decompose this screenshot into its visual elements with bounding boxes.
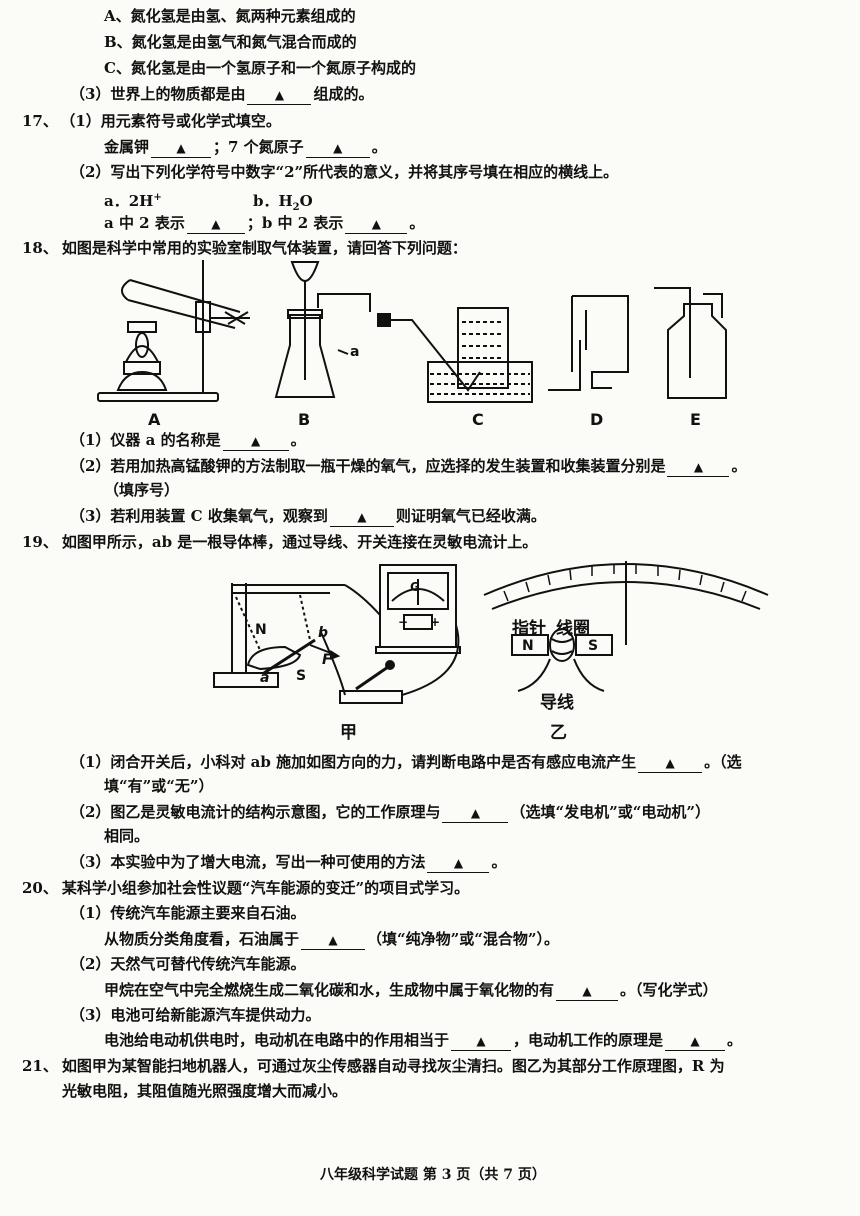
magnet-s-label-yi: S xyxy=(588,638,599,654)
galvanometer-g-label: G xyxy=(410,580,420,594)
page-footer: 八年级科学试题 第 3 页（共 7 页） xyxy=(320,1167,546,1183)
question-number: 17、 xyxy=(22,112,58,130)
answer-blank-potassium[interactable]: ▲ xyxy=(151,138,212,158)
answer-blank-nitrogen-atoms[interactable]: ▲ xyxy=(305,138,370,158)
force-f-label: F xyxy=(322,652,332,668)
coil-label: 线圈 xyxy=(556,619,590,639)
answer-blank[interactable]: ▲ xyxy=(329,507,394,527)
q20-part2: （2）天然气可替代传统汽车能源。 xyxy=(70,955,306,973)
apparatus-label-e: E xyxy=(690,410,701,429)
answer-blank[interactable]: ▲ xyxy=(247,85,312,105)
q19-stem: 19、如图甲所示，ab 是一根导体棒，通过导线、开关连接在灵敏电流计上。 xyxy=(22,533,538,551)
wire-label: 导线 xyxy=(540,693,574,713)
q17-formulas: a．2H+ b．H2O xyxy=(104,192,313,213)
apparatus-label-d: D xyxy=(590,410,604,429)
q19-part2: （2）图乙是灵敏电流计的结构示意图，它的工作原理与▲（选填“发电机”或“电动机”… xyxy=(70,803,710,823)
answer-blank[interactable]: ▲ xyxy=(665,1031,726,1051)
q20-part2-fill: 甲烷在空气中完全燃烧生成二氧化碳和水，生成物中属于氧化物的有▲。（写化学式） xyxy=(104,981,718,1001)
answer-blank[interactable]: ▲ xyxy=(451,1031,512,1051)
answer-blank[interactable]: ▲ xyxy=(222,431,289,451)
apparatus-label-a: A xyxy=(148,410,161,429)
q19-part3: （3）本实验中为了增大电流，写出一种可使用的方法▲。 xyxy=(70,853,507,873)
q18-part3: （3）若利用装置 C 收集氧气，观察到▲则证明氧气已经收满。 xyxy=(70,507,546,527)
q21-line1: 21、如图甲为某智能扫地机器人，可通过灰尘传感器自动寻找灰尘清扫。图乙为其部分工… xyxy=(22,1057,725,1075)
magnet-n-label: N xyxy=(255,622,267,638)
q19-figure xyxy=(213,561,769,704)
galvanometer-plus: + xyxy=(430,615,441,629)
q16-part3: （3）世界上的物质都是由▲组成的。 xyxy=(70,85,374,105)
q20-stem: 20、某科学小组参加社会性议题“汽车能源的变迁”的项目式学习。 xyxy=(22,879,470,897)
answer-blank[interactable]: ▲ xyxy=(556,981,619,1001)
answer-blank[interactable]: ▲ xyxy=(301,930,366,950)
q18-stem: 18、如图是科学中常用的实验室制取气体装置，请回答下列问题： xyxy=(22,239,467,257)
question-number: 19、 xyxy=(22,533,58,551)
galvanometer-minus: − xyxy=(398,615,409,629)
answer-blank-b[interactable]: ▲ xyxy=(345,214,408,234)
q17-part1: 17、（1）用元素符号或化学式填空。 xyxy=(22,112,281,130)
pointer-label: 指针 xyxy=(512,619,546,639)
figure-yi-label: 乙 xyxy=(550,723,567,743)
q20-part3: （3）电池可给新能源汽车提供动力。 xyxy=(70,1006,321,1024)
q19-part2-cont: 相同。 xyxy=(104,827,150,845)
instrument-label-a: a xyxy=(350,344,360,360)
answer-blank[interactable]: ▲ xyxy=(667,457,730,477)
q17-fill-line: 金属钾▲；7 个氮原子▲。 xyxy=(104,138,387,158)
q18-apparatus-figure xyxy=(97,260,727,403)
answer-blank[interactable]: ▲ xyxy=(442,803,509,823)
apparatus-label-c: C xyxy=(472,410,484,429)
question-number: 20、 xyxy=(22,879,58,897)
q17-answers: a 中 2 表示▲；b 中 2 表示▲。 xyxy=(104,214,425,234)
q20-part1: （1）传统汽车能源主要来自石油。 xyxy=(70,904,306,922)
q16-option-b: B、氮化氢是由氢气和氮气混合而成的 xyxy=(104,33,357,51)
magnet-n-label-yi: N xyxy=(522,638,534,654)
q21-line2: 光敏电阻，其阻值随光照强度增大而减小。 xyxy=(62,1082,348,1100)
q18-part2-note: （填序号） xyxy=(104,481,180,499)
q18-part2: （2）若用加热高锰酸钾的方法制取一瓶干燥的氧气，应选择的发生装置和收集装置分别是… xyxy=(70,457,747,477)
q19-part1: （1）闭合开关后，小科对 ab 施加如图方向的力，请判断电路中是否有感应电流产生… xyxy=(70,753,742,773)
answer-blank[interactable]: ▲ xyxy=(638,753,703,773)
question-number: 18、 xyxy=(22,239,58,257)
magnet-s-label: S xyxy=(296,668,307,684)
answer-blank[interactable]: ▲ xyxy=(427,853,490,873)
answer-blank-a[interactable]: ▲ xyxy=(186,214,245,234)
q17-part2: （2）写出下列化学符号中数字“2”所代表的意义，并将其序号填在相应的横线上。 xyxy=(70,163,619,181)
q20-part3-fill: 电池给电动机供电时，电动机在电路中的作用相当于▲，电动机工作的原理是▲。 xyxy=(104,1031,743,1051)
q16-option-a: A、氮化氢是由氢、氮两种元素组成的 xyxy=(104,7,356,25)
rod-b-label: b xyxy=(318,625,329,641)
apparatus-label-b: B xyxy=(298,410,311,429)
q20-part1-fill: 从物质分类角度看，石油属于▲（填“纯净物”或“混合物”）。 xyxy=(104,930,560,950)
rod-a-label: a xyxy=(260,670,270,686)
question-number: 21、 xyxy=(22,1057,58,1075)
q18-part1: （1）仪器 a 的名称是▲。 xyxy=(70,431,306,451)
q19-part1-cont: 填“有”或“无”） xyxy=(104,777,214,795)
figure-jia-label: 甲 xyxy=(340,723,357,743)
q16-option-c: C、氮化氢是由一个氢原子和一个氮原子构成的 xyxy=(104,59,416,77)
